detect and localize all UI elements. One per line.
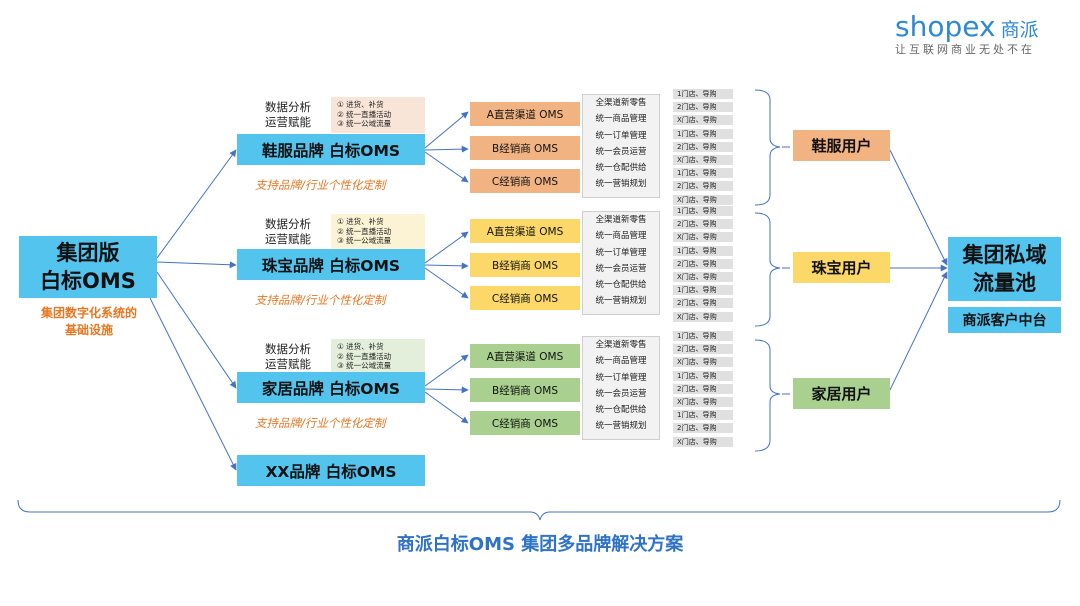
channel-oms-box: C经销商 OMS: [470, 286, 580, 310]
module-item: 统一订单管理: [595, 372, 647, 383]
logo-slogan: 让互联网商业无处不在: [895, 43, 1035, 56]
store-guide-item: 1门店、导购: [673, 89, 733, 99]
module-item: 全渠道新零售: [595, 340, 647, 350]
store-guide-item: 2门店、导购: [673, 344, 733, 355]
module-item: 统一仓配供给: [595, 280, 647, 291]
module-item: 统一仓配供给: [595, 163, 647, 174]
module-item: 统一会员运营: [595, 263, 647, 274]
logo: shopex 商派 让互联网商业无处不在: [895, 10, 1065, 68]
analytics-label: 数据分析 运营赋能: [265, 342, 311, 371]
store-guide-item: 1门店、导购: [673, 331, 733, 341]
customize-note: 支持品牌/行业个性化定制: [255, 416, 386, 430]
channel-oms-box: B经销商 OMS: [470, 378, 580, 402]
module-item: 统一营销规划: [595, 179, 647, 190]
store-guide-item: 2门店、导购: [673, 383, 733, 394]
benefit-item: ② 统一直播活动: [337, 351, 392, 361]
store-guide-item: X门店、导购: [673, 194, 733, 205]
channel-oms-box: B经销商 OMS: [470, 253, 580, 277]
user-box: 珠宝用户: [793, 252, 890, 283]
benefit-item: ② 统一直播活动: [337, 109, 392, 119]
channel-oms-box: C经销商 OMS: [470, 169, 580, 193]
store-guide-item: 1门店、导购: [673, 168, 733, 179]
store-guide-item: X门店、导购: [673, 272, 733, 282]
store-guide-item: X门店、导购: [673, 115, 733, 126]
module-item: 统一营销规划: [595, 421, 647, 432]
module-item: 全渠道新零售: [595, 98, 647, 108]
store-guide-item: X门店、导购: [673, 311, 733, 322]
store-guide-item: 1门店、导购: [673, 370, 733, 381]
benefit-item: ③ 统一公域流量: [337, 119, 392, 128]
module-item: 统一会员运营: [595, 146, 647, 157]
channel-oms-box: A直营渠道 OMS: [470, 344, 580, 368]
unified-modules: 全渠道新零售统一商品管理统一订单管理统一会员运营统一仓配供给统一营销规划: [582, 211, 660, 315]
brand-box: 珠宝品牌 白标OMS: [237, 249, 425, 280]
module-item: 统一商品管理: [595, 356, 647, 367]
logo-cn: 商派: [1000, 19, 1039, 41]
user-box: 鞋服用户: [793, 130, 890, 161]
benefit-item: ③ 统一公域流量: [337, 236, 392, 245]
brand-box: 鞋服品牌 白标OMS: [237, 134, 425, 165]
store-guide-item: 1门店、导购: [673, 128, 733, 139]
store-guide-item: X门店、导购: [673, 436, 733, 447]
group-oms-box: 集团版 白标OMS: [19, 236, 157, 298]
unified-modules: 全渠道新零售统一商品管理统一订单管理统一会员运营统一仓配供给统一营销规划: [582, 336, 660, 440]
unified-modules: 全渠道新零售统一商品管理统一订单管理统一会员运营统一仓配供给统一营销规划: [582, 94, 660, 198]
channel-oms-box: A直营渠道 OMS: [470, 102, 580, 126]
store-guide-item: 2门店、导购: [673, 141, 733, 152]
module-item: 统一营销规划: [595, 296, 647, 307]
store-guide-item: X门店、导购: [673, 232, 733, 243]
store-guide-item: 2门店、导购: [673, 258, 733, 269]
solution-title: 商派白标OMS 集团多品牌解决方案: [396, 534, 684, 555]
module-item: 统一会员运营: [595, 388, 647, 399]
store-guide-item: X门店、导购: [673, 357, 733, 368]
brand-box-xx: XX品牌 白标OMS: [237, 455, 425, 486]
brand-box: 家居品牌 白标OMS: [237, 372, 425, 403]
benefit-item: ③ 统一公域流量: [337, 361, 392, 370]
store-guide-item: 2门店、导购: [673, 102, 733, 113]
customize-note: 支持品牌/行业个性化定制: [255, 178, 386, 192]
benefit-item: ① 进货、补货: [337, 217, 384, 226]
channel-oms-box: A直营渠道 OMS: [470, 219, 580, 243]
channel-oms-box: C经销商 OMS: [470, 411, 580, 435]
analytics-label: 数据分析 运营赋能: [265, 100, 311, 129]
store-guide-item: 2门店、导购: [673, 298, 733, 309]
module-item: 统一商品管理: [595, 231, 647, 242]
private-traffic-pool: 集团私域 流量池: [948, 237, 1061, 301]
store-guide-item: 1门店、导购: [673, 285, 733, 296]
module-item: 统一订单管理: [595, 247, 647, 258]
store-guide-item: 1门店、导购: [673, 245, 733, 256]
store-guide-item: X门店、导购: [673, 397, 733, 407]
module-item: 全渠道新零售: [595, 215, 647, 225]
module-item: 统一仓配供给: [595, 405, 647, 416]
channel-oms-box: B经销商 OMS: [470, 136, 580, 160]
logo-brand: shopex: [895, 10, 996, 43]
benefit-item: ① 进货、补货: [337, 342, 384, 351]
store-guide-item: 1门店、导购: [673, 410, 733, 421]
customer-platform-label: 商派客户中台: [948, 307, 1061, 333]
group-subtitle: 集团数字化系统的 基础设施: [40, 306, 137, 337]
store-guide-item: 2门店、导购: [673, 181, 733, 192]
customize-note: 支持品牌/行业个性化定制: [255, 293, 386, 307]
analytics-label: 数据分析 运营赋能: [265, 217, 311, 246]
store-guide-item: 2门店、导购: [673, 219, 733, 230]
benefit-item: ① 进货、补货: [337, 100, 384, 109]
benefit-item: ② 统一直播活动: [337, 226, 392, 236]
module-item: 统一商品管理: [595, 114, 647, 125]
store-guide-item: 1门店、导购: [673, 206, 733, 216]
store-guide-item: 2门店、导购: [673, 423, 733, 434]
user-box: 家居用户: [793, 378, 890, 409]
module-item: 统一订单管理: [595, 130, 647, 141]
store-guide-item: X门店、导购: [673, 155, 733, 165]
